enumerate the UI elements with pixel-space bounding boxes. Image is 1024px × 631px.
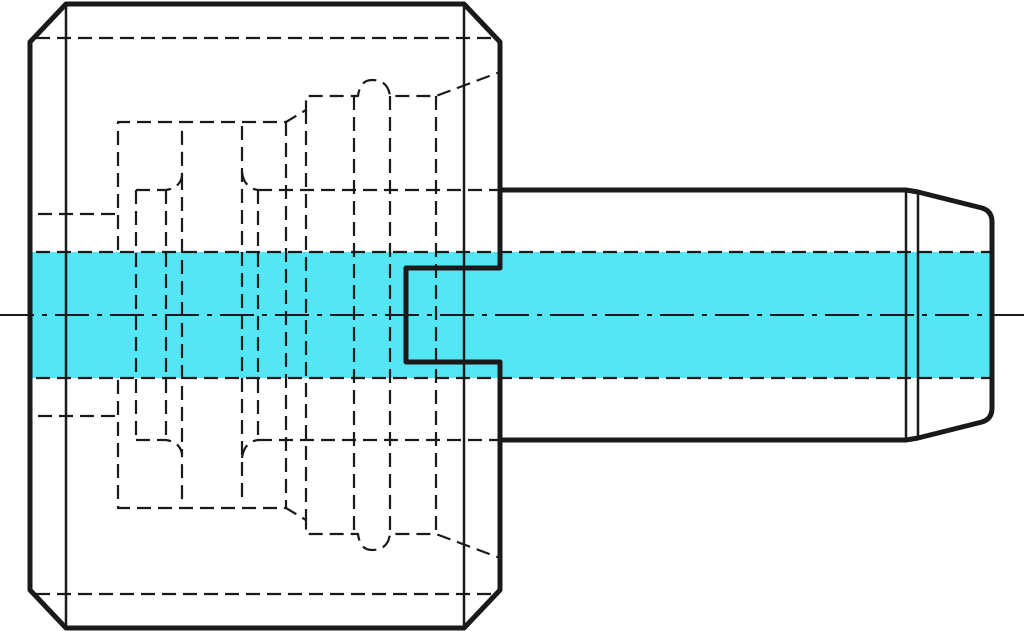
hidden-groove-right-top — [240, 171, 259, 192]
hidden-groove-left-top — [136, 126, 184, 192]
hidden-cavity-outline-bottom — [116, 380, 501, 560]
hidden-groove-right-bottom — [240, 438, 259, 459]
knob-body-outline — [27, 1, 503, 631]
hidden-groove-left-bottom — [136, 438, 184, 504]
hidden-cavity-outline-top — [116, 70, 501, 250]
